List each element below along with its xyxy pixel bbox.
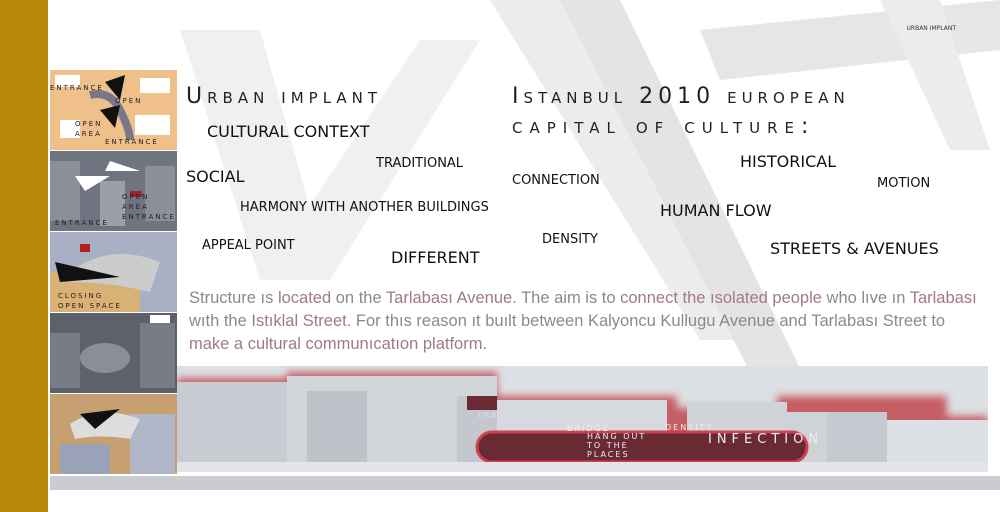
label-to-the: TO THE bbox=[587, 441, 629, 450]
keyword-cultural-context: CULTURAL CONTEXT bbox=[207, 122, 370, 141]
label-places: PLACES bbox=[587, 450, 630, 459]
label-area: AREA bbox=[75, 130, 102, 138]
thumbnail-perspective-3 bbox=[50, 313, 177, 394]
highlighted-phrase: Tarlabası bbox=[909, 289, 977, 307]
render-thumbnails: ENTRANCE OPEN OPEN AREA ENTRANCE OPEN AR… bbox=[50, 70, 177, 475]
bottom-bar bbox=[50, 476, 1000, 490]
label-entrance: ENTRANCE bbox=[50, 84, 104, 92]
keyword-historical: HISTORICAL bbox=[740, 152, 837, 171]
title-urban-implant: Urban implant bbox=[186, 84, 383, 109]
keyword-harmony: HARMONY WITH ANOTHER BUILDINGS bbox=[240, 200, 489, 215]
label-area: AREA bbox=[122, 203, 149, 211]
label-open: OPEN bbox=[115, 97, 143, 105]
highlighted-phrase: Istıklal Street bbox=[251, 312, 347, 330]
paragraph-text: . The aim is to bbox=[512, 289, 621, 307]
keyword-appeal-point: APPEAL POINT bbox=[202, 238, 295, 253]
keyword-social: SOCIAL bbox=[186, 167, 245, 186]
keyword-human-flow: HUMAN FLOW bbox=[660, 201, 772, 220]
label-bridge: BRIDGE bbox=[567, 424, 610, 433]
keyword-density: DENSITY bbox=[542, 232, 598, 247]
thumbnail-perspective-1: OPEN AREA ENTRANCE ENTRANCE bbox=[50, 151, 177, 232]
paragraph-text: wıth the bbox=[189, 312, 252, 330]
keyword-connection: CONNECTION bbox=[512, 173, 600, 188]
thumbnail-perspective-2: CLOSING OPEN SPACE bbox=[50, 232, 177, 313]
highlighted-phrase: Tarlabası Avenue bbox=[385, 289, 513, 307]
paragraph-text: . For thıs reason ıt buılt between Kalyo… bbox=[346, 312, 946, 330]
keyword-motion: MOTION bbox=[877, 176, 931, 191]
highlighted-phrase: make a cultural communıcatıon platform. bbox=[189, 335, 488, 353]
label-transparency: TRANSPARENCY bbox=[477, 411, 565, 420]
label-open: OPEN bbox=[75, 120, 103, 128]
corner-label: URBAN IMPLANT bbox=[906, 25, 956, 32]
paragraph-text: on the bbox=[331, 289, 386, 307]
label-entrance: ENTRANCE bbox=[55, 219, 109, 227]
label-entrance: ENTRANCE bbox=[122, 213, 176, 221]
label-entrance: ENTRANCE bbox=[105, 138, 159, 146]
highlighted-phrase: connect the ısolated people bbox=[620, 289, 822, 307]
paragraph-text: Structure ıs bbox=[189, 289, 278, 307]
label-closing: CLOSING bbox=[58, 292, 104, 300]
description-paragraph: Structure ıs located on the Tarlabası Av… bbox=[189, 287, 989, 356]
title-istanbul: Istanbul 2010 european bbox=[512, 84, 850, 109]
thumbnail-perspective-4 bbox=[50, 394, 177, 475]
label-open-space: OPEN SPACE bbox=[58, 302, 122, 310]
keyword-traditional: TRADITIONAL bbox=[376, 156, 464, 171]
highlighted-phrase: located bbox=[277, 289, 332, 307]
title-capital: capital of culture: bbox=[512, 114, 816, 139]
label-infection: INFECTION bbox=[708, 432, 824, 447]
keyword-streets-avenues: STREETS & AVENUES bbox=[770, 239, 939, 258]
keyword-different: DIFFERENT bbox=[391, 248, 480, 267]
paragraph-text: who lıve ın bbox=[821, 289, 910, 307]
section-elevation: TRANSPARENCY BRIDGE HANG OUT TO THE PLAC… bbox=[177, 366, 988, 472]
label-open: OPEN bbox=[122, 193, 150, 201]
thumbnail-site-plan: ENTRANCE OPEN OPEN AREA ENTRANCE bbox=[50, 70, 177, 151]
accent-bar bbox=[0, 0, 48, 512]
label-hang-out: HANG OUT bbox=[587, 432, 647, 441]
label-density: DENSITY bbox=[665, 423, 714, 432]
